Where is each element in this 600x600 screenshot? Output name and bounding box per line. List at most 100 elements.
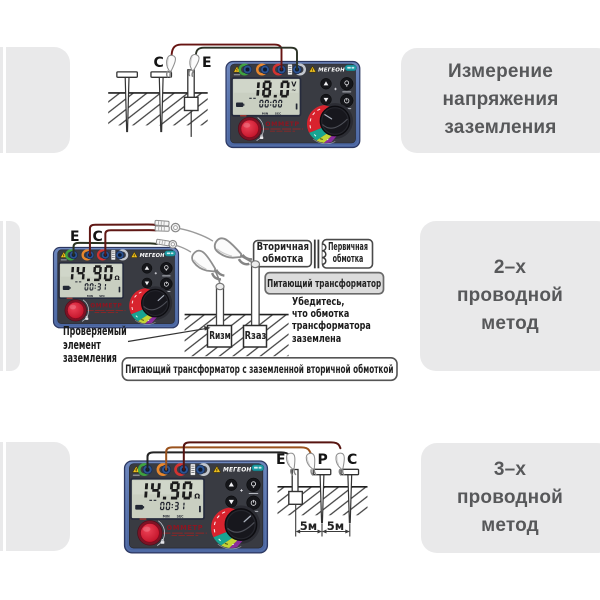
banana-plug <box>154 225 170 232</box>
rod-knob <box>250 260 261 269</box>
supply-transformer-box-label: Питающий трансформатор <box>267 276 382 290</box>
brand-text: МЕГЕОН <box>318 68 345 74</box>
r-measured-box-label: Rизм <box>208 330 231 343</box>
device-name-text: ОММЕТР <box>90 304 122 310</box>
rod-knob <box>215 282 225 291</box>
panel-2wire-title: 2–х проводной метод <box>456 257 564 334</box>
bulb-icon <box>251 481 256 487</box>
led-indicator <box>240 489 243 492</box>
test-lead-wire <box>182 441 342 471</box>
caption-box <box>121 356 398 382</box>
probe-clip <box>191 249 225 281</box>
band3-probe-label-p: P <box>317 452 328 468</box>
svg-text:MIN: MIN <box>163 514 170 518</box>
device-name-text: ОММЕТР <box>265 121 299 128</box>
test-button <box>67 301 85 319</box>
band3-probe-label-c: C <box>347 452 358 468</box>
panel-voltage-measurement: Измерение напряжения заземления <box>401 47 600 153</box>
svg-text:SEC: SEC <box>99 294 105 298</box>
dial-pointer <box>157 295 165 302</box>
svg-text:SEC: SEC <box>275 111 282 115</box>
rating-label <box>190 463 196 476</box>
distance-label-2: 5м <box>326 519 345 533</box>
probe-clip <box>335 452 345 477</box>
test-button <box>240 119 259 138</box>
test-lead-wire <box>214 270 221 284</box>
rating-label <box>111 249 116 261</box>
backlight-button <box>246 477 261 492</box>
lock-icon <box>260 136 264 139</box>
dial-pointer <box>324 114 333 120</box>
distance-label-1: 5м <box>299 519 318 533</box>
probe-clip <box>285 452 297 476</box>
rating-label <box>287 64 293 75</box>
lock-icon <box>85 317 89 320</box>
panel-3wire-title: 3–х проводной метод <box>456 459 564 536</box>
test-lead-wire <box>72 241 158 256</box>
left-card-3 <box>5 442 70 551</box>
lcd-wave: ~ <box>291 87 296 94</box>
lcd-battery-icon <box>236 102 244 107</box>
bulb-icon <box>344 80 350 86</box>
winding-coil-arc <box>322 256 327 266</box>
dial-pointer <box>243 515 252 523</box>
left-card-sliver-1 <box>0 47 3 153</box>
banana-plug <box>155 238 171 247</box>
left-card-2 <box>5 220 20 371</box>
meter-device: МЕГЕОН Ω MIN SEC ОММЕТР <box>123 460 269 554</box>
test-lead-wire <box>165 446 312 471</box>
secondary-winding-box-label: Вторичная обмотка <box>256 241 309 265</box>
device-name-text: ОММЕТР <box>167 524 204 532</box>
ground-stake <box>312 468 332 524</box>
ring-terminal <box>168 239 178 249</box>
lcd-unit: Ω <box>194 492 200 500</box>
lcd-battery-icon <box>62 285 70 291</box>
buried-electrode-box <box>183 96 199 112</box>
leader-line <box>127 328 206 343</box>
lcd-unit: V <box>291 81 297 89</box>
secondary-winding-box <box>252 239 313 268</box>
test-lead-wire <box>88 223 157 256</box>
test-lead-wire <box>175 244 192 253</box>
probe-clip <box>188 54 200 78</box>
backlight-button <box>340 77 354 91</box>
lcd-battery-icon <box>135 504 143 510</box>
bottom-caption-label: Питающий трансформатор с заземленной вто… <box>125 362 394 376</box>
ground-stake <box>340 468 360 524</box>
lock-icon <box>160 541 165 544</box>
led-indicator <box>334 87 337 91</box>
svg-text:SEC: SEC <box>177 514 184 518</box>
band2-probe-label-c: C <box>92 229 103 245</box>
test-lead-wire <box>104 229 157 256</box>
supply-transformer-box <box>264 271 385 295</box>
backlight-button <box>160 262 173 275</box>
left-card-sliver-2 <box>0 220 3 371</box>
lcd-unit: Ω <box>114 275 119 282</box>
svg-text:MIN: MIN <box>262 111 269 115</box>
ring-terminal <box>170 222 181 233</box>
brand-text: МЕГЕОН <box>223 468 251 474</box>
bulb-icon <box>164 265 169 270</box>
tested-element-label: Проверяемый элемент заземления <box>63 324 127 366</box>
electrode-rod <box>250 265 260 327</box>
banana-plug <box>154 219 170 227</box>
r-ground-box <box>242 324 268 348</box>
rotary-dial <box>129 286 173 325</box>
dimension-arrow <box>322 529 350 534</box>
buried-electrode-box <box>288 490 303 506</box>
r-measured-box <box>206 324 233 348</box>
dial-knob <box>319 105 351 137</box>
left-card-1 <box>5 47 70 153</box>
brand-text: МЕГЕОН <box>140 253 165 259</box>
meter-device: МЕГЕОН V~ MIN SEC ОММЕТР <box>225 60 361 149</box>
band1-probe-label-e: E <box>202 55 212 71</box>
probe-clip <box>165 54 176 79</box>
rotary-dial <box>307 103 353 145</box>
primary-winding-box-label: Первичная обмотка <box>327 241 368 265</box>
probe-clip <box>305 452 317 477</box>
dimension-arrow <box>295 529 322 534</box>
ground-cross-section <box>184 313 289 357</box>
